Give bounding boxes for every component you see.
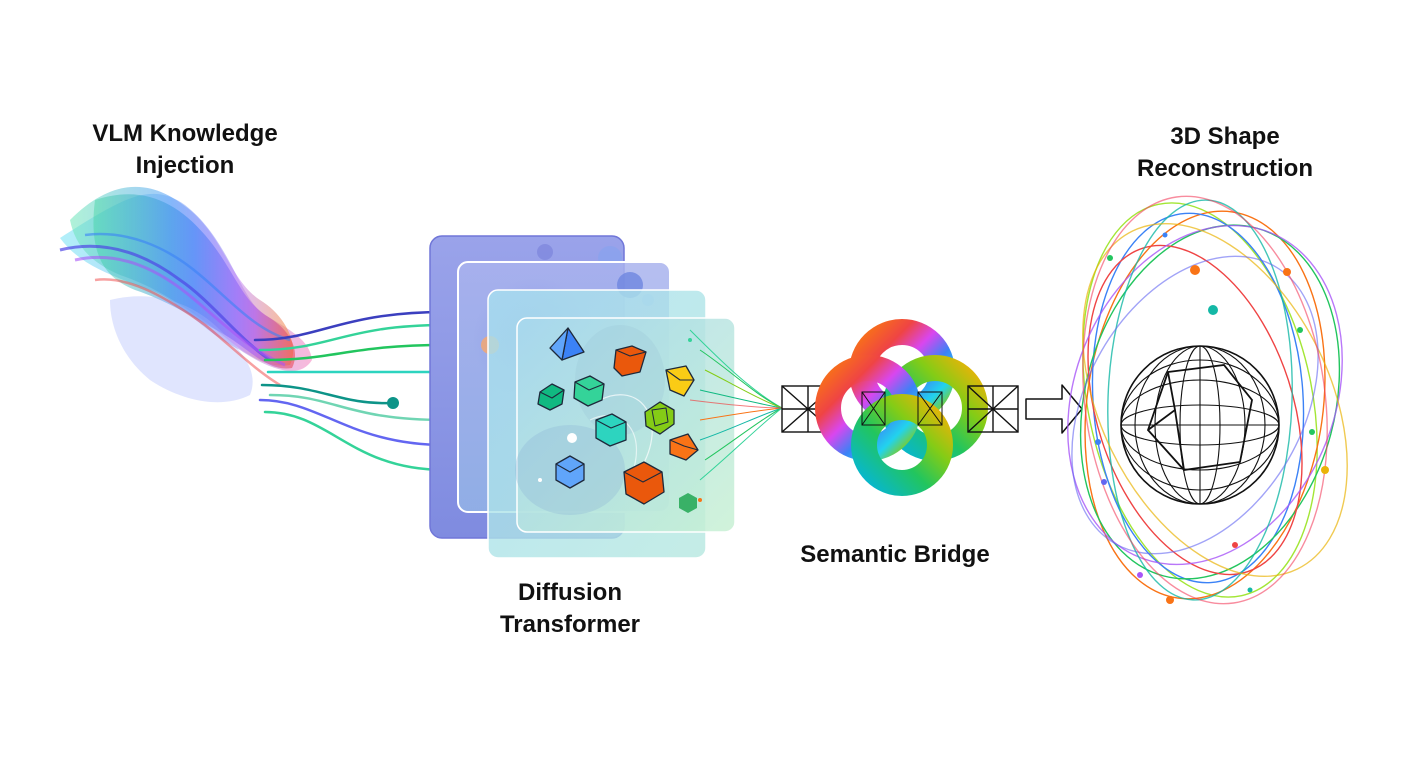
orbit-lines — [1067, 195, 1348, 605]
shape-label-line1: 3D Shape — [1170, 123, 1280, 150]
cube-icon — [669, 433, 699, 461]
orbit-particles — [1095, 232, 1329, 604]
semantic-label-line1: Semantic Bridge — [800, 541, 990, 568]
shape-label-line2: Reconstruction — [1136, 155, 1313, 182]
infinity-knot-icon — [815, 319, 988, 496]
cube-icon — [537, 383, 565, 411]
3d-shape-reconstruction-label: 3D Shape Reconstruction — [1090, 121, 1360, 185]
convergence-fibers — [689, 329, 783, 481]
vlm-knowledge-injection-label: VLM Knowledge Injection — [45, 118, 325, 182]
cube-icon — [623, 461, 665, 505]
pyramid-icon — [549, 327, 585, 361]
semantic-bridge — [781, 319, 1019, 496]
cube-icon — [665, 365, 695, 397]
cube-icon — [644, 401, 675, 435]
knowledge-flow-lines — [253, 310, 447, 472]
cube-icon — [613, 345, 647, 377]
cube-icon — [555, 455, 585, 489]
diffusion-label-line1: Diffusion — [518, 579, 622, 606]
bridge-truss-right — [967, 385, 1019, 433]
diffusion-transformer-label: Diffusion Transformer — [455, 577, 685, 641]
diffusion-label-line2: Transformer — [499, 611, 641, 638]
cube-icon — [595, 413, 627, 447]
cube-icon — [573, 375, 605, 407]
vlm-wave-icon — [59, 186, 312, 403]
semantic-bridge-label: Semantic Bridge — [770, 539, 1020, 571]
wireframe-sphere-icon — [1120, 345, 1280, 505]
vlm-label-line1: VLM Knowledge — [92, 120, 278, 147]
vlm-label-line2: Injection — [135, 152, 235, 179]
latent-shape-tokens — [537, 327, 699, 505]
